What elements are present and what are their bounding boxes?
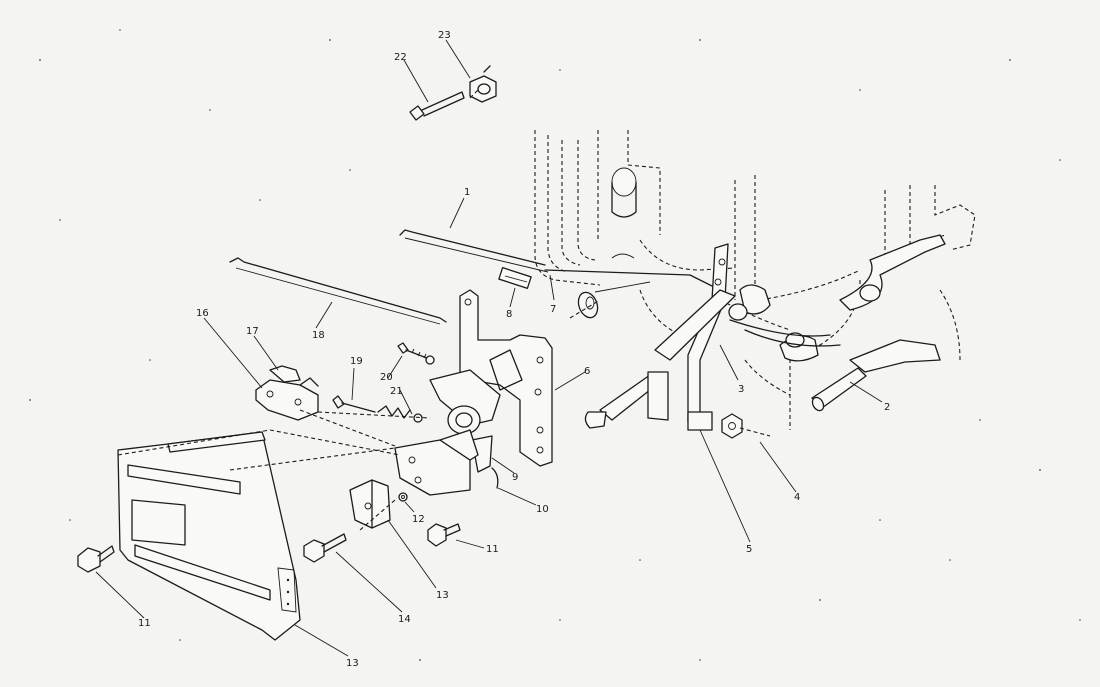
governor-link xyxy=(544,269,721,319)
callout-17: 17 xyxy=(246,326,259,337)
callout-8: 8 xyxy=(506,309,512,320)
flange-bolt-center xyxy=(427,523,461,547)
choke-rod xyxy=(229,257,447,325)
callout-23: 23 xyxy=(438,30,451,41)
callout-14: 14 xyxy=(398,614,411,625)
callout-20: 20 xyxy=(380,372,393,383)
callout-labels: 1 2 3 4 5 6 7 8 9 10 11 11 12 13 13 14 1… xyxy=(138,30,890,669)
callout-5: 5 xyxy=(746,544,752,555)
scan-noise xyxy=(29,29,1081,661)
callout-22: 22 xyxy=(394,52,407,63)
callout-11-center: 11 xyxy=(486,544,499,555)
callout-11-left: 11 xyxy=(138,618,151,629)
engine-block-outline xyxy=(534,130,976,430)
governor-spring-clip xyxy=(498,267,532,289)
callout-21: 21 xyxy=(390,386,403,397)
clip-bracket xyxy=(349,479,391,529)
leader-lines xyxy=(95,39,883,657)
choke-plate xyxy=(255,365,319,421)
governor-arm-bracket xyxy=(654,243,771,423)
callout-10: 10 xyxy=(536,504,549,515)
washer xyxy=(398,492,408,502)
assembly-guide-lines xyxy=(117,87,771,531)
callout-9: 9 xyxy=(512,472,518,483)
callout-13-small: 13 xyxy=(436,590,449,601)
throttle-link-rod xyxy=(399,229,549,273)
callout-2: 2 xyxy=(884,402,890,413)
choke-lever-assembly xyxy=(429,369,501,489)
callout-13-large: 13 xyxy=(346,658,359,669)
callout-19: 19 xyxy=(350,356,363,367)
callout-12: 12 xyxy=(412,514,425,525)
cable-clamp-assembly xyxy=(409,65,497,121)
hex-nut xyxy=(721,413,743,439)
flange-bolt-left xyxy=(77,545,115,573)
throttle-handle xyxy=(729,234,946,412)
callout-18: 18 xyxy=(312,330,325,341)
cover-plate xyxy=(117,431,301,641)
callout-1: 1 xyxy=(464,187,470,198)
bolt xyxy=(303,533,347,563)
callout-4: 4 xyxy=(794,492,800,503)
callout-3: 3 xyxy=(738,384,744,395)
callout-7: 7 xyxy=(550,304,556,315)
callout-16: 16 xyxy=(196,308,209,319)
callout-6: 6 xyxy=(584,366,590,377)
lower-control-block xyxy=(394,429,479,496)
control-lever xyxy=(584,371,713,431)
